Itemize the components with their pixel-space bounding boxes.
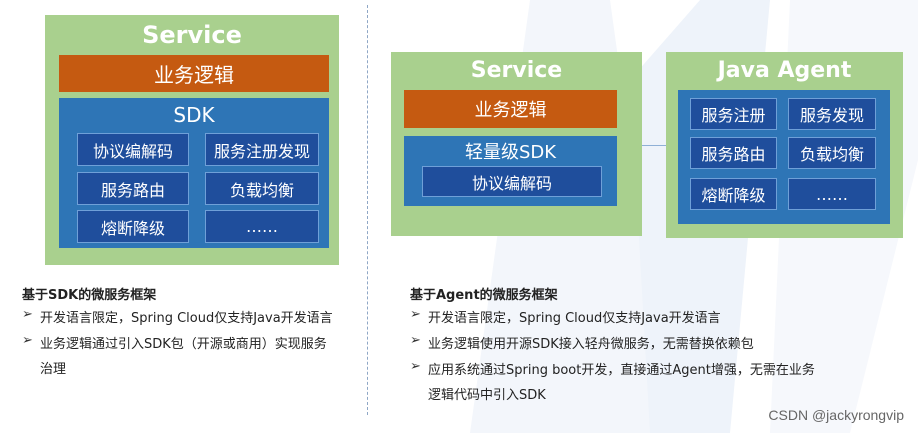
agent-module-circuit-breaker: 熔断降级 [690, 178, 777, 210]
left-bullet-1: ➢ 开发语言限定，Spring Cloud仅支持Java开发语言 [22, 307, 362, 326]
right-bullet-1-text: 开发语言限定，Spring Cloud仅支持Java开发语言 [428, 311, 721, 326]
right-bullet-3-text: 应用系统通过Spring boot开发，直接通过Agent增强，无需在业务 [428, 363, 815, 378]
left-bullet-2-cont: 治理 [40, 358, 66, 377]
left-module-loadbalance: 负载均衡 [205, 172, 319, 205]
left-bullet-2-text: 业务逻辑通过引入SDK包（开源或商用）实现服务 [40, 337, 327, 352]
right-caption-title: 基于Agent的微服务框架 [410, 288, 558, 303]
left-caption-title: 基于SDK的微服务框架 [22, 288, 157, 303]
agent-module-loadbalance: 负载均衡 [788, 137, 876, 169]
left-sdk-title: SDK [173, 103, 215, 127]
agent-module-routing: 服务路由 [690, 137, 777, 169]
left-bullet-2-cont-text: 治理 [40, 362, 67, 377]
arrow-bullet-icon: ➢ [22, 307, 33, 322]
middle-sdk-title: 轻量级SDK [464, 142, 557, 163]
left-bullet-2: ➢ 业务逻辑通过引入SDK包（开源或商用）实现服务 [22, 333, 367, 352]
section-divider [367, 5, 368, 415]
right-bullet-3-cont: 逻辑代码中引入SDK [428, 384, 546, 403]
right-bullet-1: ➢ 开发语言限定，Spring Cloud仅支持Java开发语言 [410, 307, 870, 326]
left-bullet-1-text: 开发语言限定，Spring Cloud仅支持Java开发语言 [40, 311, 333, 326]
connector-line [642, 145, 666, 146]
agent-module-ellipsis: …… [788, 178, 876, 210]
middle-service-title: Service [470, 57, 563, 83]
agent-title: Java Agent [717, 57, 852, 83]
left-module-circuit-breaker: 熔断降级 [77, 210, 189, 243]
left-service-title: Service [142, 21, 242, 49]
agent-module-discovery: 服务发现 [788, 98, 876, 130]
arrow-bullet-icon: ➢ [410, 359, 421, 374]
middle-business-logic: 业务逻辑 [404, 90, 617, 128]
right-bullet-3: ➢ 应用系统通过Spring boot开发，直接通过Agent增强，无需在业务 [410, 359, 890, 378]
agent-module-registry: 服务注册 [690, 98, 777, 130]
left-module-registry: 服务注册发现 [205, 133, 319, 166]
right-bullet-2-text: 业务逻辑使用开源SDK接入轻舟微服务，无需替换依赖包 [428, 337, 754, 352]
left-module-codec: 协议编解码 [77, 133, 189, 166]
left-module-routing: 服务路由 [77, 172, 189, 205]
right-bullet-3-cont-text: 逻辑代码中引入SDK [428, 388, 546, 403]
left-module-ellipsis: …… [205, 210, 319, 243]
right-bullet-2: ➢ 业务逻辑使用开源SDK接入轻舟微服务，无需替换依赖包 [410, 333, 880, 352]
left-business-logic: 业务逻辑 [59, 55, 329, 92]
watermark: CSDN @jackyrongvip [768, 407, 904, 423]
arrow-bullet-icon: ➢ [410, 333, 421, 348]
middle-module-codec: 协议编解码 [422, 166, 602, 197]
arrow-bullet-icon: ➢ [22, 333, 33, 348]
arrow-bullet-icon: ➢ [410, 307, 421, 322]
